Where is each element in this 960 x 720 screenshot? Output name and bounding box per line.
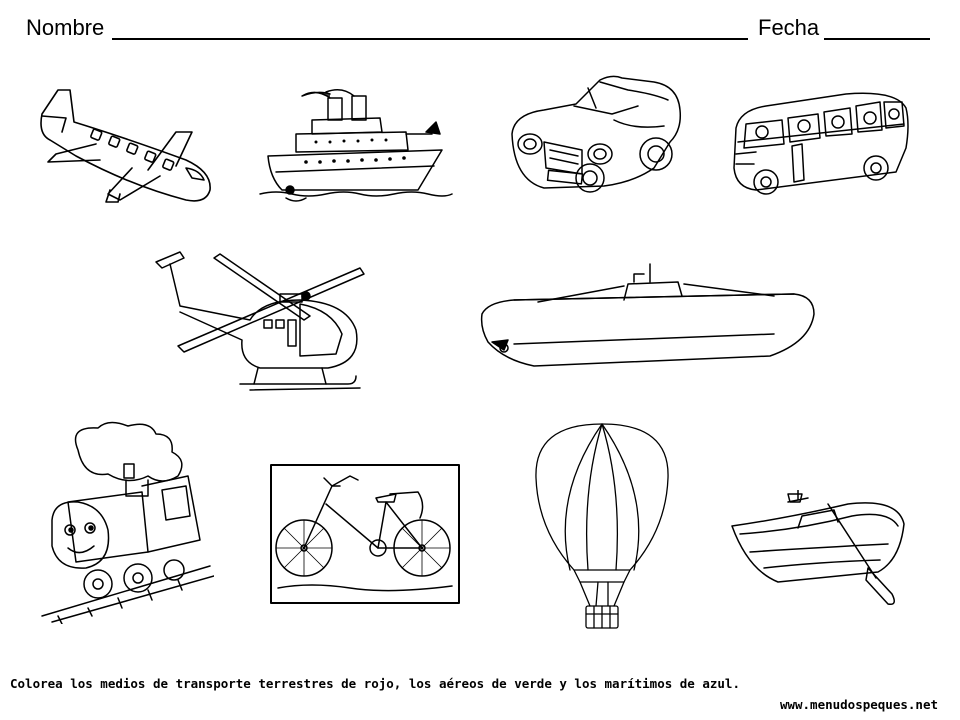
website-credit: www.menudospeques.net	[779, 697, 938, 712]
submarine-icon	[474, 262, 820, 372]
train-icon	[38, 420, 214, 624]
airplane-icon	[36, 82, 216, 208]
car-icon	[504, 70, 688, 198]
instructions-text: Colorea los medios de transporte terrest…	[10, 676, 740, 691]
bus-icon	[726, 84, 916, 196]
helicopter-icon	[150, 250, 386, 398]
name-blank-line	[112, 38, 748, 40]
ship-icon	[256, 86, 456, 212]
rowboat-icon	[728, 490, 914, 610]
name-label: Nombre	[26, 15, 105, 40]
bicycle-icon	[270, 464, 460, 604]
hot-air-balloon-icon	[530, 420, 672, 638]
date-label: Fecha	[758, 15, 820, 40]
date-blank-line	[824, 38, 930, 40]
worksheet-header: Nombre Fecha	[26, 12, 936, 44]
